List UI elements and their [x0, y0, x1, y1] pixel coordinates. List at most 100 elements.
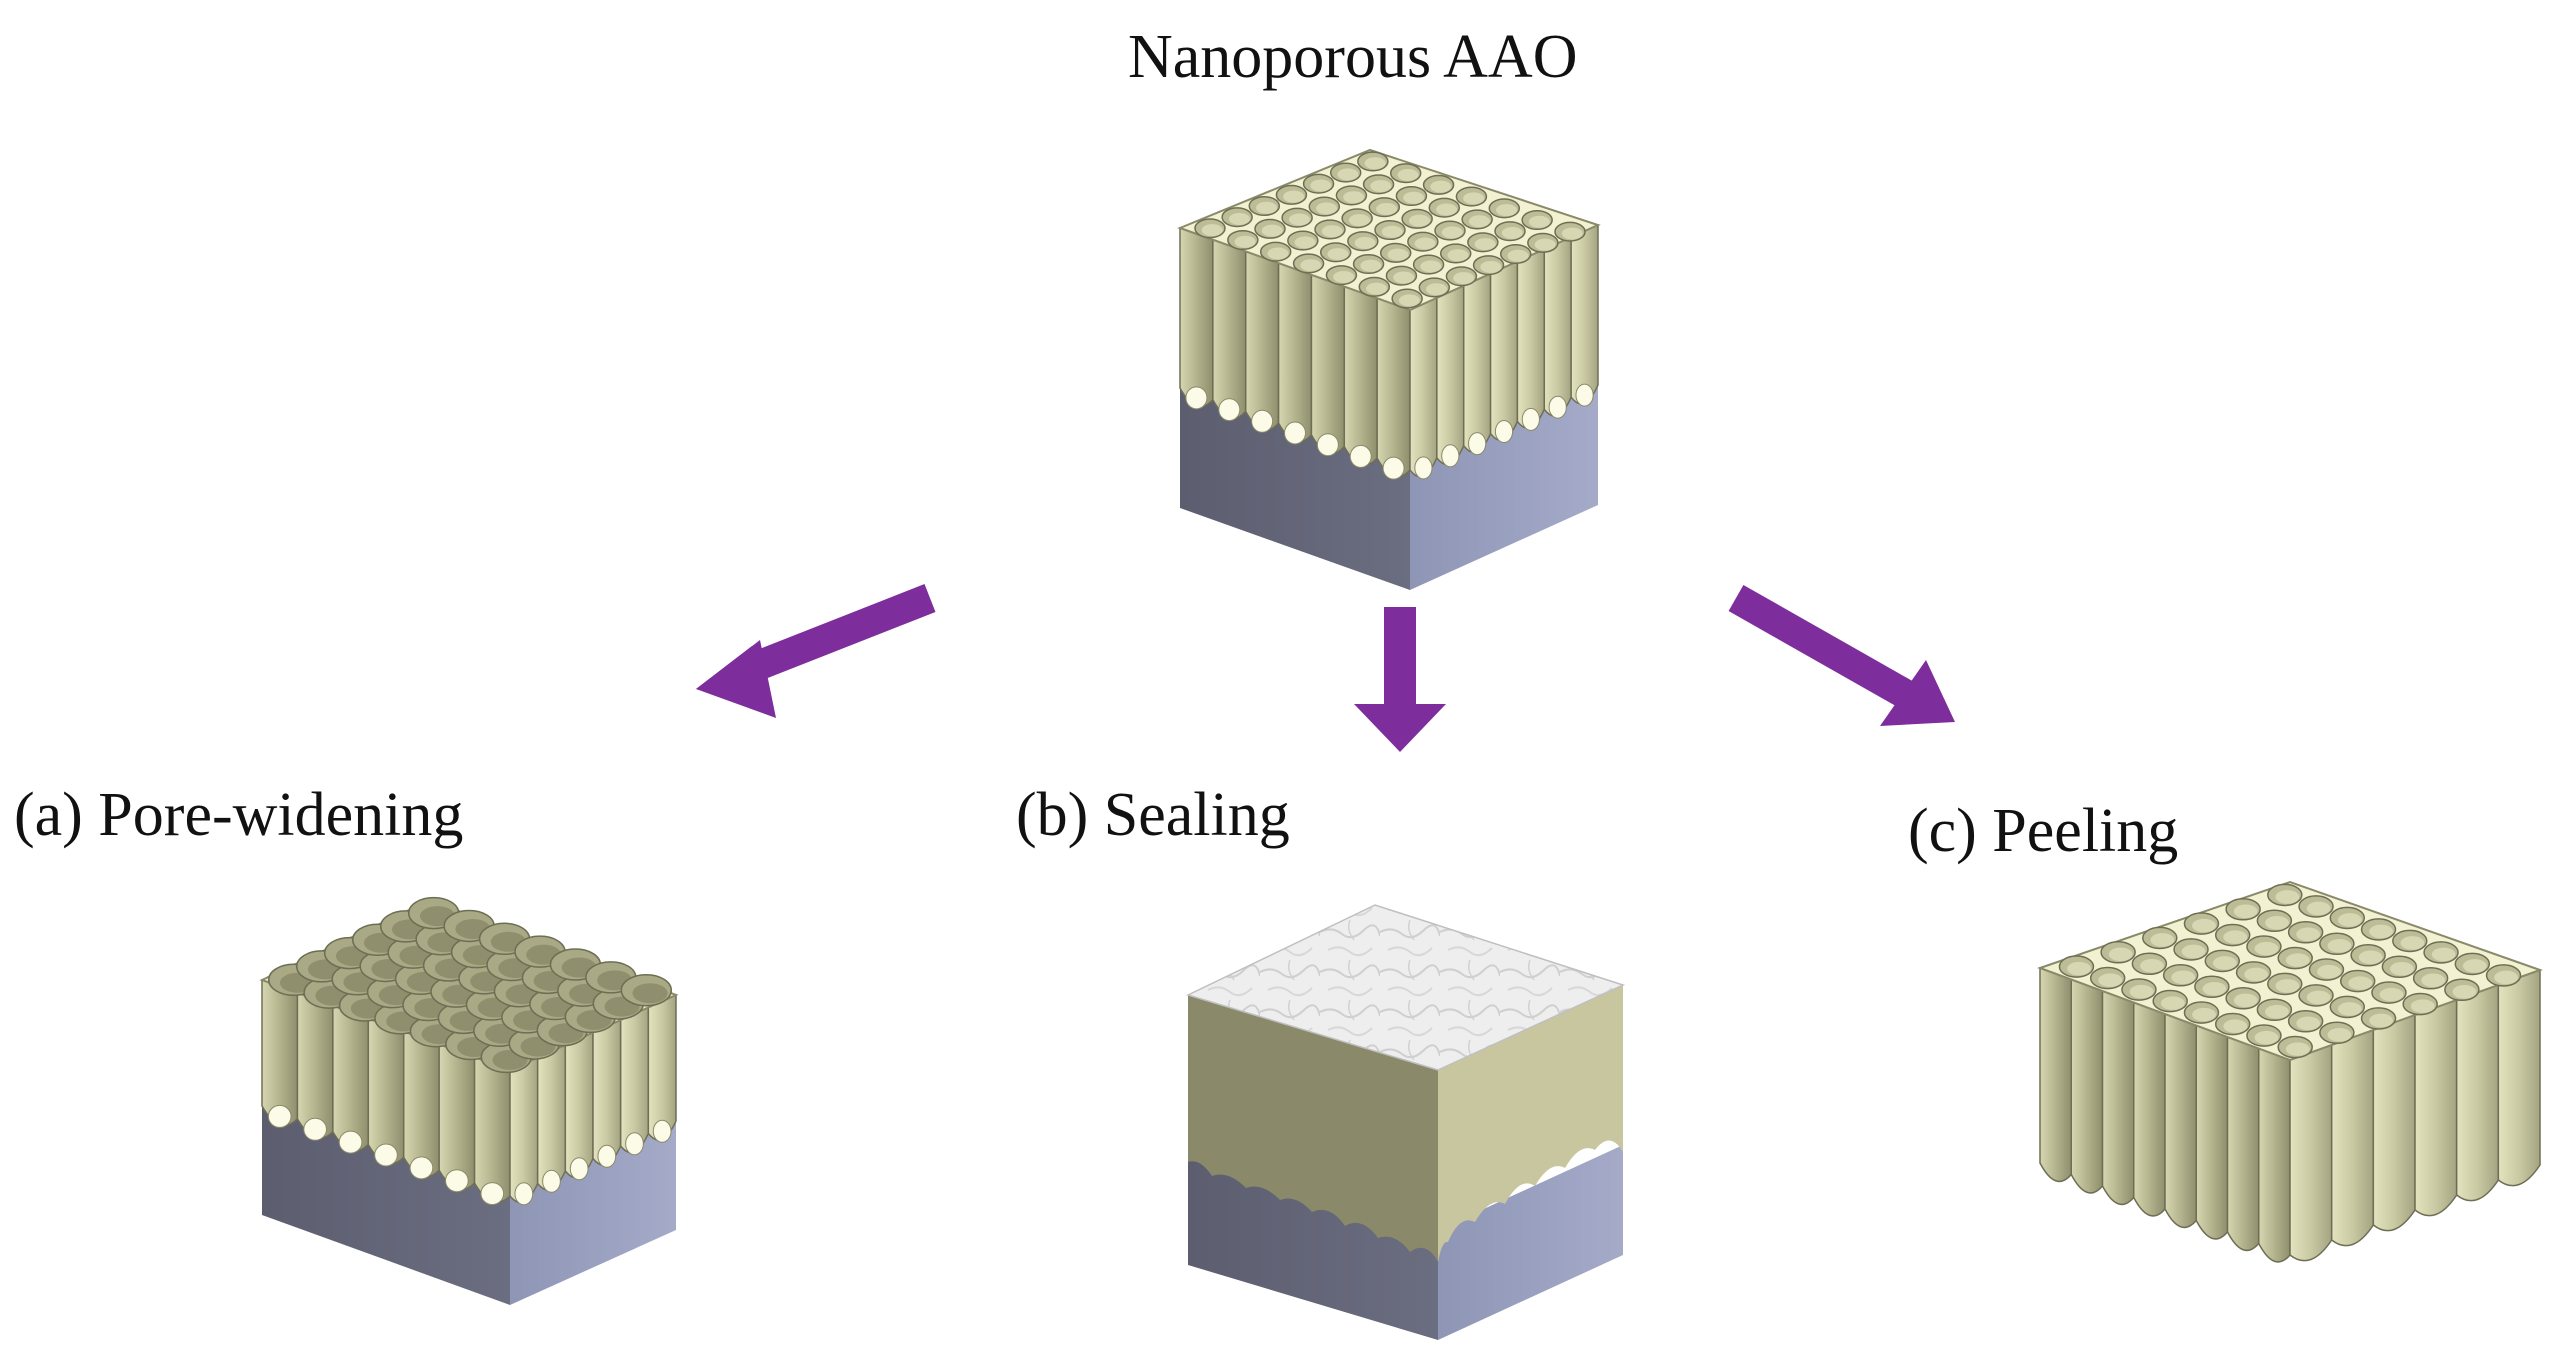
sealed-substrate-left [1188, 1155, 1438, 1340]
sealed-substrate-right [1438, 1145, 1623, 1340]
pore-bottom-cap [514, 1182, 534, 1206]
oxide-left-tube [2195, 1024, 2229, 1240]
sealed-block [1185, 904, 1626, 1340]
pore-bottom-cap [1468, 432, 1487, 456]
pore-inner [1234, 235, 1256, 248]
pore-bottom-cap [1316, 433, 1339, 457]
pore-inner [1316, 202, 1338, 215]
pore-inner [1480, 260, 1502, 273]
pore-inner [1327, 248, 1349, 261]
pore-inner [1398, 294, 1420, 307]
oxide-right-tube [592, 1018, 622, 1166]
pore-inner [1366, 282, 1388, 295]
pore-inner [2140, 958, 2164, 973]
pore-inner [2410, 999, 2435, 1013]
pore-inner [2306, 990, 2331, 1005]
pore-inner [1426, 283, 1448, 296]
pore-inner [1310, 179, 1332, 192]
sealed-oxide-right [1438, 985, 1623, 1262]
oxide-left-tube [261, 978, 299, 1127]
pore-inner [1408, 214, 1430, 227]
oxide-left-tube [2164, 1012, 2197, 1229]
pore-inner [1376, 202, 1398, 215]
pore-inner [1441, 226, 1463, 239]
pore-inner [2223, 1019, 2248, 1033]
pore-bottom-cap [1185, 386, 1208, 410]
label-pore-widening: (a) Pore-widening [14, 781, 464, 849]
pore-inner [2337, 1002, 2362, 1016]
pore-inner [2327, 1027, 2352, 1042]
pore-inner [2390, 961, 2414, 976]
pore-inner [1294, 236, 1316, 249]
pore-inner [632, 983, 668, 1004]
pore-inner [1501, 226, 1523, 239]
oxide-left-tube [2226, 1035, 2260, 1252]
oxide-right-tube [619, 1006, 650, 1154]
oxide-right-tube [1462, 272, 1492, 454]
pore-inner [2098, 973, 2123, 987]
pore-inner [2285, 953, 2310, 967]
oxide-left-tube [1376, 297, 1411, 478]
pore-bottom-cap [542, 1169, 561, 1193]
oxide-right-tube [1543, 235, 1572, 417]
pore-inner [2202, 981, 2227, 996]
pore-inner [1381, 225, 1403, 238]
pore-inner [1256, 201, 1278, 214]
aao-block [1177, 148, 1601, 590]
pore-inner [1283, 190, 1305, 203]
pore-inner [2192, 1007, 2216, 1022]
pore-inner [2327, 938, 2352, 953]
oxide-top-surface [2037, 880, 2543, 1062]
oxide-right-tube [536, 1043, 567, 1191]
oxide-right-tube [2455, 983, 2500, 1202]
oxide-left-tube [1212, 238, 1247, 420]
oxide-left-tube [2070, 978, 2104, 1194]
diagram-title: Nanoporous AAO [1128, 23, 1578, 91]
oxide-right-tube [2372, 1013, 2416, 1232]
pore-bottom-cap [1441, 444, 1460, 468]
pore-inner [1528, 215, 1550, 228]
pore-inner [2421, 973, 2446, 988]
pore-bottom-cap [480, 1182, 505, 1206]
pore-bottom-cap [1494, 420, 1514, 443]
oxide-left-tube [1310, 273, 1346, 455]
pore-bottom-cap [338, 1130, 363, 1154]
oxide-left-tube [2101, 989, 2135, 1206]
pore-widened-block [259, 896, 679, 1305]
pore-inner [2317, 964, 2341, 979]
pore-inner [1414, 237, 1436, 250]
oxide-left-tube [296, 991, 334, 1139]
pore-inner [2306, 901, 2331, 916]
label-peeling: (c) Peeling [1908, 797, 2179, 865]
pore-inner [2296, 1016, 2321, 1031]
pore-inner [2431, 947, 2456, 962]
pore-bottom-cap [1575, 383, 1594, 407]
pore-bottom-cap [1414, 456, 1433, 480]
oxide-left-tube [1244, 250, 1280, 431]
pore-inner [1201, 224, 1223, 237]
pore-inner [1228, 212, 1250, 225]
pore-inner [2452, 984, 2477, 999]
pore-bottom-cap [1349, 444, 1372, 468]
oxide-left-tube [473, 1056, 511, 1204]
pore-inner [2494, 970, 2518, 985]
pore-inner [1561, 227, 1583, 240]
pore-inner [2369, 924, 2393, 939]
pore-inner [1387, 248, 1409, 261]
pore-inner [2129, 984, 2154, 999]
pore-bottom-cap [1521, 407, 1540, 431]
pore-inner [2285, 1042, 2310, 1056]
oxide-right-tube [1570, 223, 1599, 405]
oxide-left-tube [367, 1017, 405, 1165]
pore-inner [1447, 249, 1469, 262]
pore-inner [2265, 915, 2289, 930]
pore-inner [2108, 947, 2133, 962]
pore-inner [2379, 987, 2404, 1002]
pore-inner [1397, 168, 1419, 181]
oxide-right-tube [1489, 260, 1519, 442]
pore-inner [1333, 270, 1355, 283]
pore-inner [1321, 225, 1343, 238]
pore-inner [2150, 933, 2175, 947]
substrate-right-face [1410, 385, 1598, 590]
